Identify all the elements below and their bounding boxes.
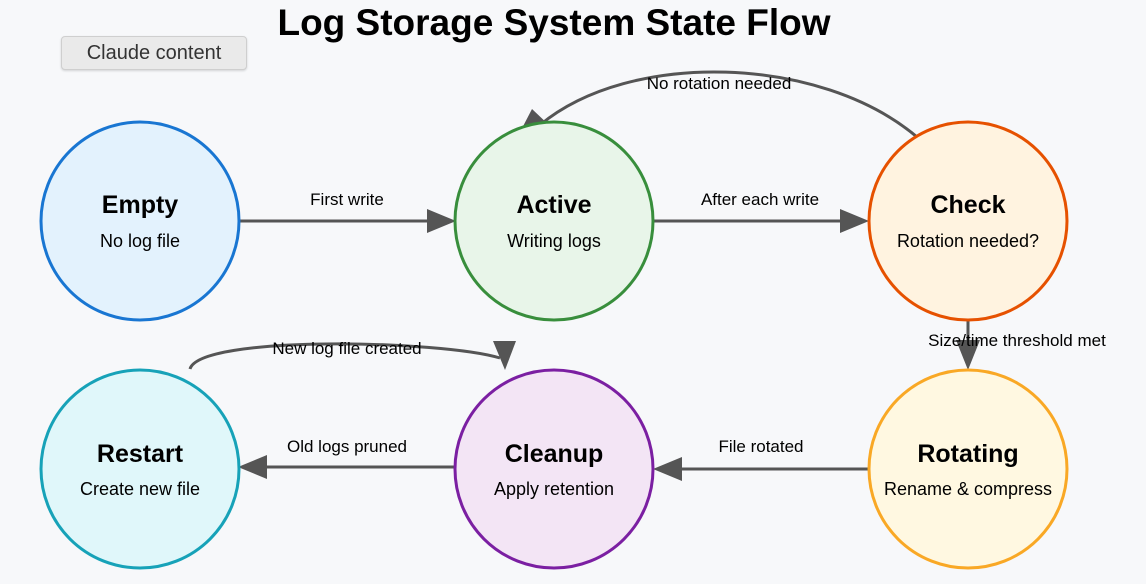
label-active-to-check: After each write (701, 190, 819, 209)
label-check-to-rotating: Size/time threshold met (928, 331, 1106, 350)
arrowhead-restart-to-cleanup (493, 341, 516, 370)
state-cleanup-name: Cleanup (505, 440, 604, 468)
arrowhead-cleanup-to-restart (238, 455, 267, 479)
state-rotating-circle (867, 368, 1069, 570)
label-empty-to-active: First write (310, 190, 384, 209)
state-empty-circle (39, 120, 241, 322)
state-cleanup: Cleanup Apply retention (453, 368, 655, 570)
label-cleanup-to-restart: Old logs pruned (287, 437, 407, 456)
state-restart-name: Restart (97, 440, 184, 468)
claude-content-badge[interactable]: Claude content (61, 36, 247, 70)
state-cleanup-circle (453, 368, 655, 570)
arrowhead-active-to-check (840, 209, 869, 233)
state-rotating-name: Rotating (917, 440, 1018, 468)
edges (188, 70, 980, 481)
arrowhead-rotating-to-cleanup (653, 457, 682, 481)
state-active-name: Active (516, 191, 591, 219)
state-restart: Restart Create new file (39, 368, 241, 570)
state-check: Check Rotation needed? (867, 120, 1069, 322)
diagram-title: Log Storage System State Flow (277, 2, 831, 43)
edge-check-to-active (539, 70, 918, 139)
state-check-circle (867, 120, 1069, 322)
state-empty: Empty No log file (39, 120, 241, 322)
state-active-circle (453, 120, 655, 322)
state-active: Active Writing logs (453, 120, 655, 322)
state-restart-description: Create new file (80, 479, 200, 499)
state-check-description: Rotation needed? (897, 231, 1039, 251)
state-check-name: Check (930, 191, 1005, 219)
state-rotating: Rotating Rename & compress (867, 368, 1069, 570)
edge-restart-to-cleanup (188, 342, 501, 370)
state-restart-circle (39, 368, 241, 570)
arrowhead-empty-to-active (427, 209, 456, 233)
state-cleanup-description: Apply retention (494, 479, 614, 499)
state-rotating-description: Rename & compress (884, 479, 1052, 499)
edge-labels: First write After each write No rotation… (272, 74, 1106, 456)
state-empty-description: No log file (100, 231, 180, 251)
state-empty-name: Empty (102, 191, 179, 219)
label-check-to-active: No rotation needed (647, 74, 792, 93)
label-restart-to-cleanup: New log file created (272, 339, 421, 358)
state-active-description: Writing logs (507, 231, 601, 251)
arrowhead-check-to-rotating (956, 340, 980, 370)
label-rotating-to-cleanup: File rotated (718, 437, 803, 456)
